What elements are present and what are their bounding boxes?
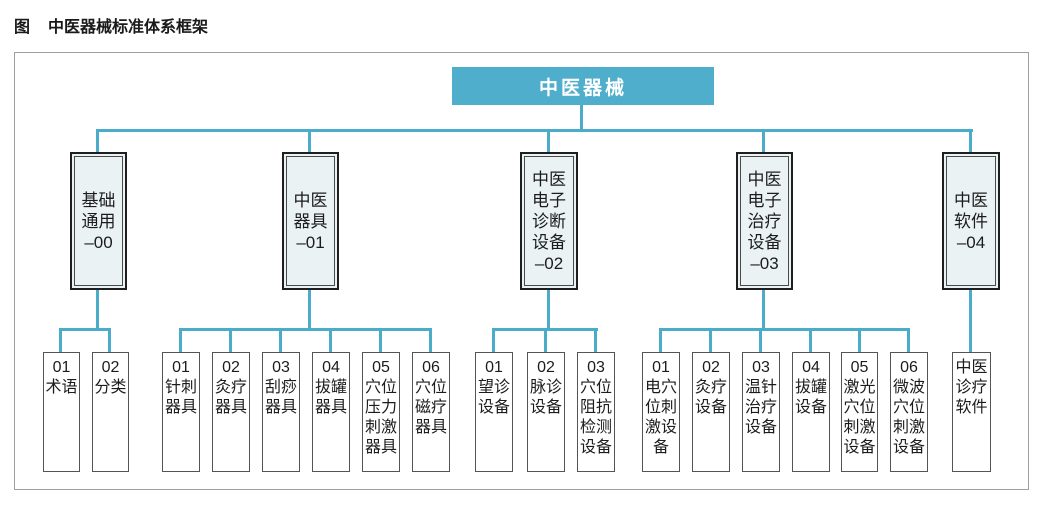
leaf-node: 05 穴位 压力 刺激 器具 <box>362 352 400 472</box>
connector-child-drop <box>59 331 62 352</box>
leaf-node: 04 拔罐 设备 <box>792 352 830 472</box>
root-node: 中医器械 <box>452 67 714 105</box>
leaf-node: 03 温针 治疗 设备 <box>742 352 780 472</box>
leaf-node: 05 激光 穴位 刺激 设备 <box>841 352 878 472</box>
branch-node-02: 中医 电子 诊断 设备 –02 <box>520 152 578 290</box>
leaf-node: 06 穴位 磁疗 器具 <box>412 352 450 472</box>
connector-parent-drop <box>308 290 311 328</box>
connector-child-bus <box>179 328 432 331</box>
connector-child-drop <box>659 331 662 352</box>
connector-child-drop <box>229 331 232 352</box>
connector-child-drop <box>179 331 182 352</box>
connector-child-drop <box>544 331 547 352</box>
connector-child-drop <box>379 331 382 352</box>
connector-parent-drop <box>547 290 550 328</box>
connector-branch-drop <box>547 132 550 152</box>
connector-root-drop <box>580 105 583 129</box>
leaf-node: 02 灸疗 器具 <box>212 352 250 472</box>
connector-child-drop <box>594 331 597 352</box>
connector-branch-drop <box>969 132 972 152</box>
leaf-node: 01 望诊 设备 <box>475 352 513 472</box>
branch-node-03: 中医 电子 治疗 设备 –03 <box>736 152 793 290</box>
branch-node-01: 中医 器具 –01 <box>282 152 339 290</box>
connector-child-drop <box>759 331 762 352</box>
leaf-node: 06 微波 穴位 刺激 设备 <box>890 352 928 472</box>
leaf-node: 01 针刺 器具 <box>162 352 200 472</box>
connector-child-drop <box>809 331 812 352</box>
branch-node-04: 中医 软件 –04 <box>942 152 1000 290</box>
connector-parent-drop <box>969 290 972 352</box>
leaf-node: 02 灸疗 设备 <box>692 352 730 472</box>
leaf-node: 03 刮痧 器具 <box>262 352 300 472</box>
connector-child-bus <box>659 328 910 331</box>
connector-branch-drop <box>762 132 765 152</box>
figure-label: 图 <box>14 19 31 36</box>
connector-main-bus <box>96 129 973 132</box>
leaf-node: 03 穴位 阻抗 检测 设备 <box>577 352 615 472</box>
connector-child-bus <box>492 328 598 331</box>
leaf-node: 04 拔罐 器具 <box>312 352 350 472</box>
connector-child-drop <box>709 331 712 352</box>
connector-parent-drop <box>96 290 99 328</box>
leaf-node: 01 电穴 位刺 激设 备 <box>642 352 680 472</box>
leaf-node: 01 术语 <box>43 352 80 472</box>
figure-title-text: 中医器械标准体系框架 <box>48 19 209 36</box>
connector-child-drop <box>108 331 111 352</box>
connector-branch-drop <box>96 132 99 152</box>
leaf-node: 中医 诊疗 软件 <box>952 352 991 472</box>
connector-child-bus <box>59 328 111 331</box>
figure-title: 图中医器械标准体系框架 <box>14 13 208 37</box>
connector-child-drop <box>279 331 282 352</box>
connector-branch-drop <box>308 132 311 152</box>
connector-parent-drop <box>762 290 765 328</box>
branch-node-00: 基础 通用 –00 <box>70 152 127 290</box>
connector-child-drop <box>492 331 495 352</box>
connector-child-drop <box>858 331 861 352</box>
connector-child-drop <box>907 331 910 352</box>
connector-child-drop <box>429 331 432 352</box>
connector-child-drop <box>329 331 332 352</box>
leaf-node: 02 分类 <box>92 352 129 472</box>
leaf-node: 02 脉诊 设备 <box>527 352 565 472</box>
